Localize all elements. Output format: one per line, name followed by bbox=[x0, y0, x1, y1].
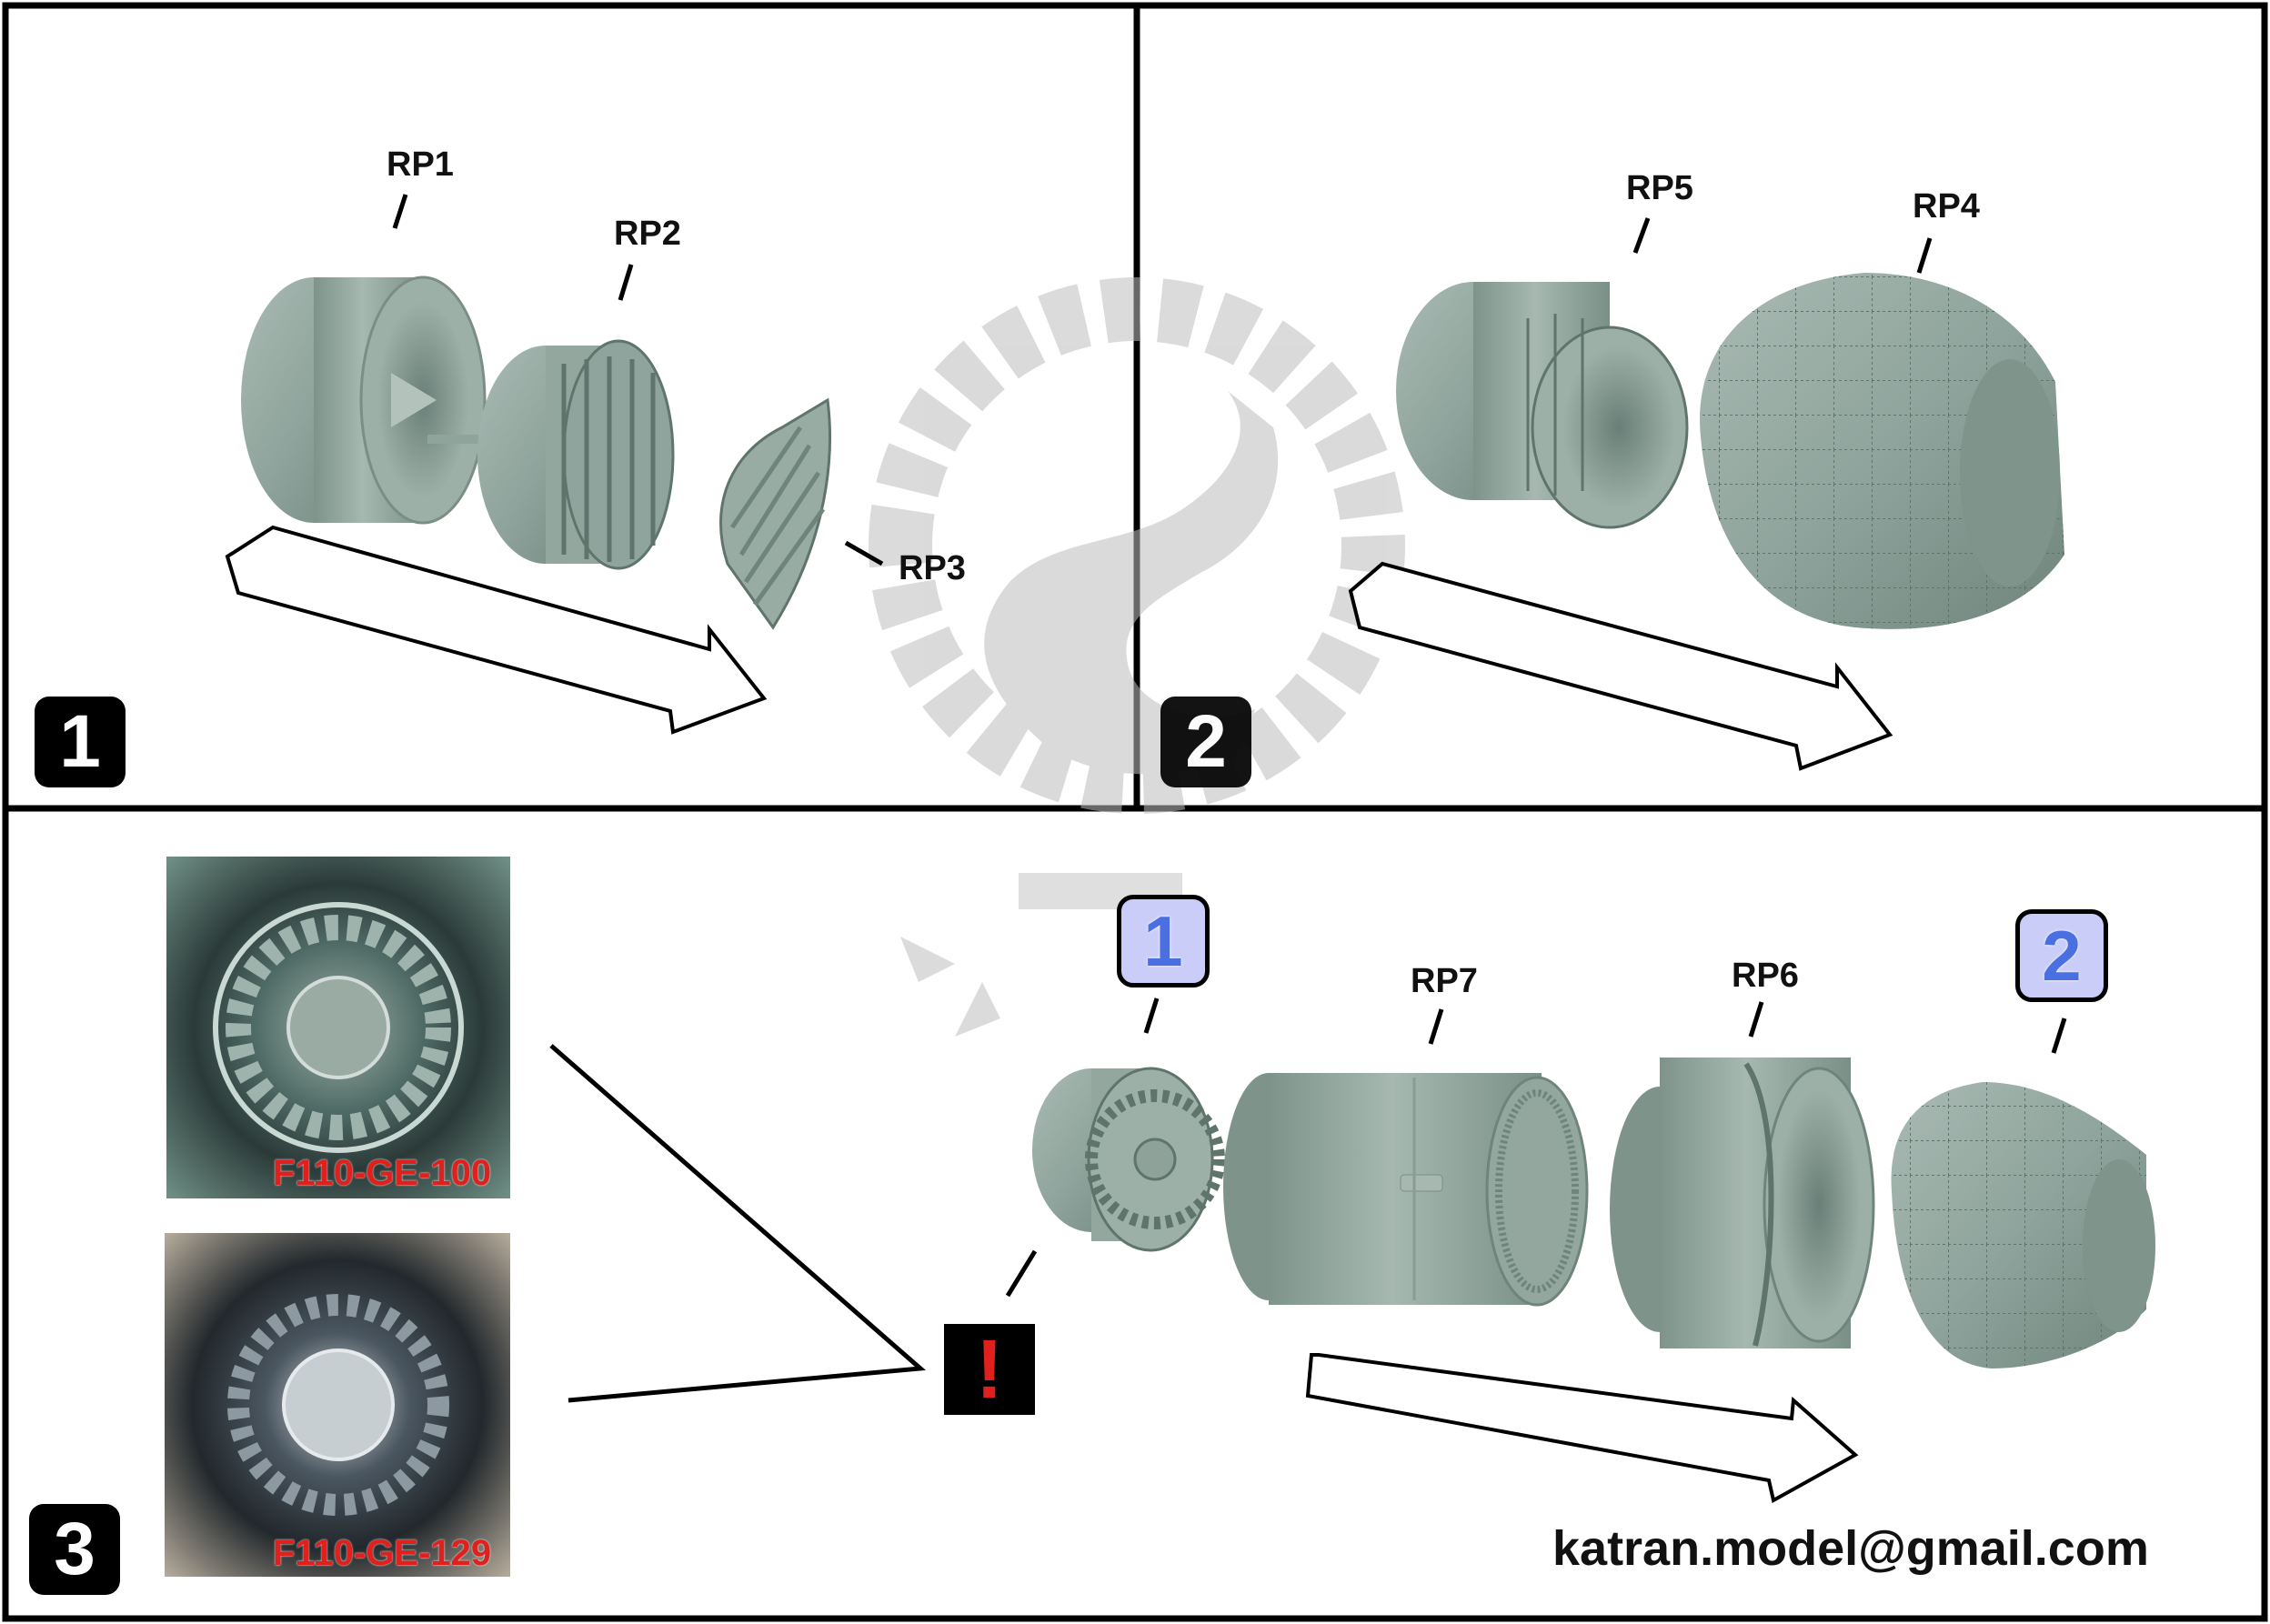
part-rp4-drawing bbox=[1700, 273, 2064, 629]
step-1-number: 1 bbox=[59, 700, 101, 783]
step-3-number: 3 bbox=[54, 1508, 95, 1590]
label-rp5: RP5 bbox=[1626, 169, 1693, 207]
direction-arrow-1 bbox=[225, 525, 768, 735]
contact-email: katran.model@gmail.com bbox=[1552, 1521, 2149, 1576]
warning-mark: ! bbox=[975, 1322, 1004, 1416]
label-rp3: RP3 bbox=[899, 549, 966, 587]
callout-lines bbox=[549, 1044, 1038, 1403]
leader-lines-panel-1 bbox=[392, 194, 884, 566]
subassembly-2-drawing bbox=[1891, 1082, 2155, 1368]
part-rp2-drawing bbox=[477, 339, 675, 570]
part-rp6-drawing bbox=[1610, 1058, 1875, 1348]
label-rp6: RP6 bbox=[1732, 957, 1799, 995]
part-rp5-drawing bbox=[1396, 282, 1689, 529]
step-3-badge: 3 bbox=[29, 1504, 120, 1595]
engine-photo-top bbox=[166, 857, 510, 1198]
label-rp1: RP1 bbox=[387, 145, 454, 184]
warning-icon: ! bbox=[944, 1322, 1035, 1416]
step-1-badge: 1 bbox=[35, 697, 126, 787]
ref-step-1-number: 1 bbox=[1143, 900, 1183, 981]
engine-photo-bottom bbox=[165, 1233, 510, 1577]
photo-bottom-caption: F110-GE-129 bbox=[273, 1533, 492, 1573]
ref-step-2-badge: 2 bbox=[2015, 909, 2108, 1002]
part-rp3-drawing bbox=[719, 397, 831, 630]
ref-step-1-badge: 1 bbox=[1117, 895, 1210, 987]
direction-arrow-3 bbox=[1305, 1353, 1859, 1504]
label-rp4: RP4 bbox=[1913, 187, 1980, 226]
leader-lines-panel-2 bbox=[1632, 217, 1933, 274]
direction-arrow-2 bbox=[1348, 561, 1893, 771]
subassembly-1-drawing bbox=[1032, 1067, 1225, 1252]
photo-top-caption: F110-GE-100 bbox=[273, 1153, 492, 1193]
ref-step-2-number: 2 bbox=[2042, 915, 2082, 996]
label-rp2: RP2 bbox=[614, 215, 681, 253]
leader-lines-panel-3 bbox=[1143, 997, 2067, 1054]
part-rp1-drawing bbox=[241, 276, 491, 525]
step-2-badge: 2 bbox=[1160, 697, 1251, 787]
label-rp7: RP7 bbox=[1411, 962, 1478, 1000]
step-2-number: 2 bbox=[1185, 700, 1227, 783]
part-rp7-drawing bbox=[1223, 1073, 1589, 1307]
